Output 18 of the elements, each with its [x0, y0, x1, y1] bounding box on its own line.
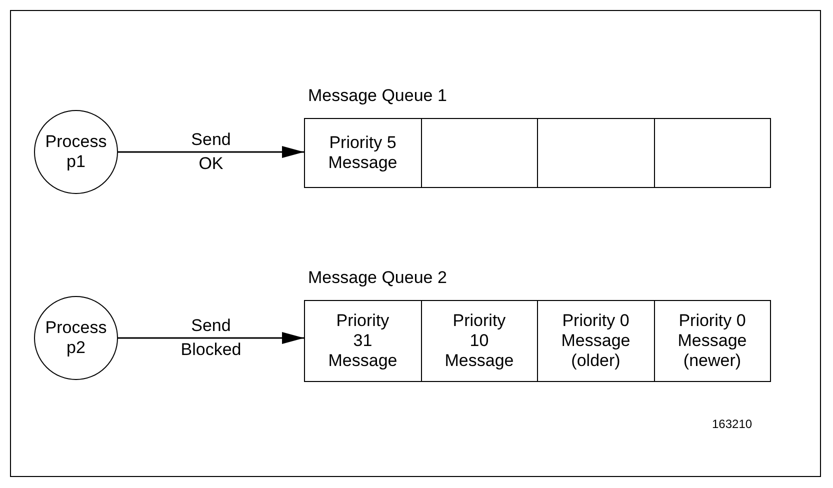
message-label: Priority 5 Message: [328, 133, 398, 173]
edge-label: Send Blocked: [180, 315, 242, 361]
edge-label: Send OK: [191, 129, 231, 175]
message-label: Priority 31 Message: [328, 311, 398, 371]
figure-number: 163210: [712, 417, 752, 431]
message-label: Priority 10 Message: [444, 311, 514, 371]
arrow: [118, 146, 304, 158]
arrow: [118, 332, 304, 344]
queue-box: [304, 118, 771, 188]
process-circle: [34, 296, 118, 380]
message-label: Priority 0 Message (older): [561, 311, 630, 371]
queue-heading: Message Queue 2: [308, 268, 447, 288]
process-label: Process p1: [45, 132, 107, 172]
queue-heading: Message Queue 1: [308, 86, 447, 106]
message-label: Priority 0 Message (newer): [678, 311, 747, 371]
process-circle: [34, 110, 118, 194]
process-label: Process p2: [45, 318, 107, 358]
queue-box: [304, 300, 771, 382]
